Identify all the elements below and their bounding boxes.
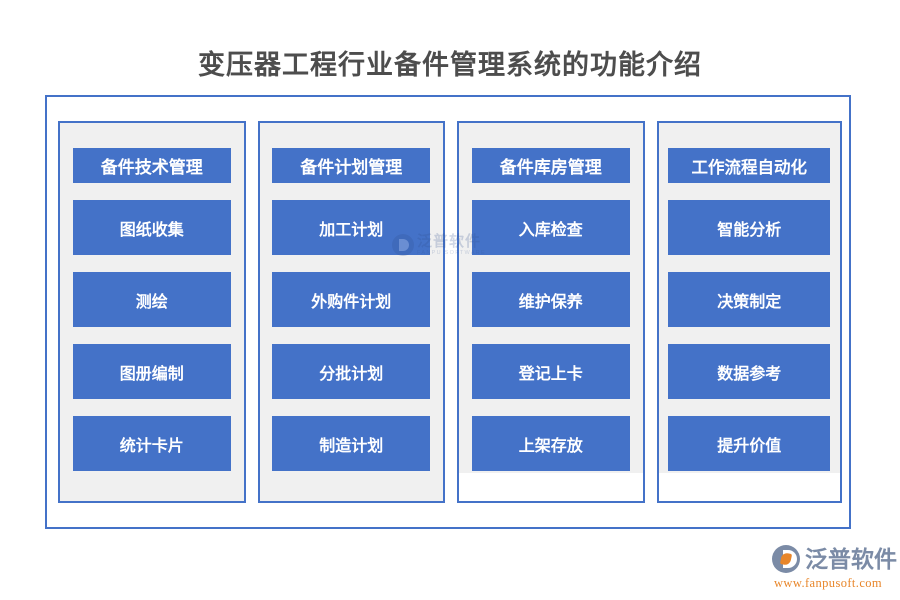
feature-item-4-4[interactable]: 提升价值 (668, 416, 831, 471)
feature-item-4-2[interactable]: 决策制定 (668, 272, 831, 327)
outer-frame (45, 95, 851, 529)
feature-column-2-inner: 备件计划管理 加工计划 外购件计划 分批计划 制造计划 (260, 123, 444, 471)
feature-item-3-3[interactable]: 登记上卡 (471, 344, 630, 399)
feature-item-2-3[interactable]: 分批计划 (272, 344, 431, 399)
feature-item-1-4[interactable]: 统计卡片 (72, 416, 231, 471)
feature-item-3-2[interactable]: 维护保养 (471, 272, 630, 327)
feature-item-3-1[interactable]: 入库检查 (471, 200, 630, 255)
feature-item-3-4[interactable]: 上架存放 (471, 416, 630, 471)
brand-row: 泛普软件 (772, 543, 897, 575)
feature-item-2-2[interactable]: 外购件计划 (272, 272, 431, 327)
feature-item-1-3[interactable]: 图册编制 (72, 344, 231, 399)
feature-columns: 备件技术管理 图纸收集 测绘 图册编制 统计卡片 备件计划管理 加工计划 外购件… (58, 121, 843, 503)
feature-item-4-1[interactable]: 智能分析 (668, 200, 831, 255)
column-header-3[interactable]: 备件库房管理 (471, 148, 630, 183)
feature-item-1-2[interactable]: 测绘 (72, 272, 231, 327)
feature-column-1-inner: 备件技术管理 图纸收集 测绘 图册编制 统计卡片 (60, 123, 244, 471)
feature-column-2: 备件计划管理 加工计划 外购件计划 分批计划 制造计划 (257, 121, 445, 503)
feature-item-4-3[interactable]: 数据参考 (668, 344, 831, 399)
page-title: 变压器工程行业备件管理系统的功能介绍 (198, 50, 702, 80)
column-header-1[interactable]: 备件技术管理 (72, 148, 231, 183)
brand-url: www.fanpusoft.com (774, 576, 883, 590)
fanpu-logo-icon (772, 544, 802, 574)
feature-column-4: 工作流程自动化 智能分析 决策制定 数据参考 提升价值 (656, 121, 843, 503)
feature-column-3: 备件库房管理 入库检查 维护保养 登记上卡 上架存放 (457, 121, 645, 503)
brand-name: 泛普软件 (805, 546, 897, 572)
brand-logo: 泛普软件 www.fanpusoft.com (772, 543, 897, 593)
feature-item-2-4[interactable]: 制造计划 (272, 416, 431, 471)
column-header-4[interactable]: 工作流程自动化 (668, 148, 831, 183)
feature-item-1-1[interactable]: 图纸收集 (72, 200, 231, 255)
feature-column-1: 备件技术管理 图纸收集 测绘 图册编制 统计卡片 (58, 121, 246, 503)
feature-column-4-inner: 工作流程自动化 智能分析 决策制定 数据参考 提升价值 (658, 123, 841, 473)
feature-item-2-1[interactable]: 加工计划 (272, 200, 431, 255)
column-header-2[interactable]: 备件计划管理 (272, 148, 431, 183)
feature-column-3-inner: 备件库房管理 入库检查 维护保养 登记上卡 上架存放 (459, 123, 643, 473)
